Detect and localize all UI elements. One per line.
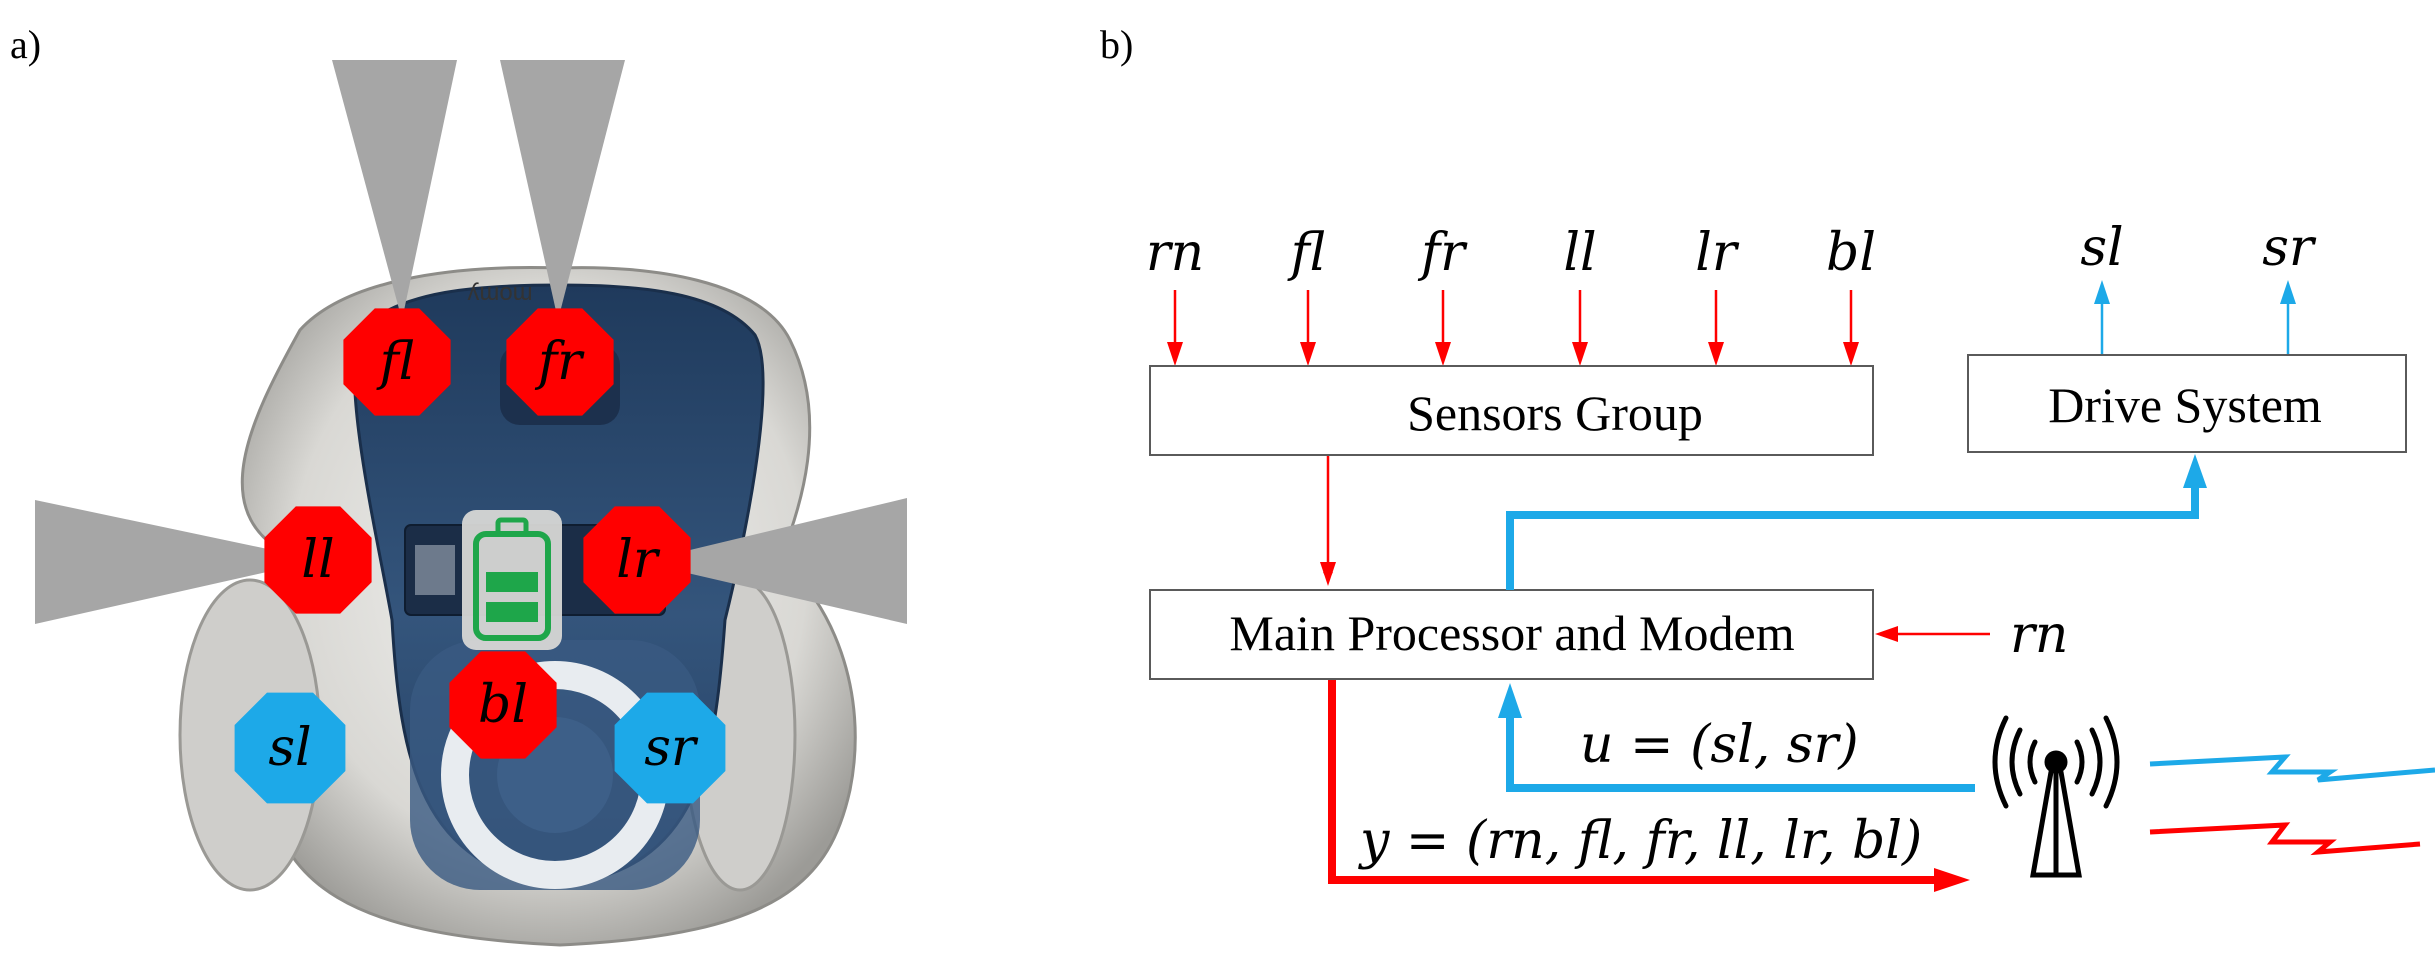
sensor-input-label: ll bbox=[1563, 223, 1596, 283]
drive-output-label: sr bbox=[2262, 218, 2317, 278]
sensor-input-label: lr bbox=[1695, 223, 1740, 283]
sensor-input-arrowhead bbox=[1843, 342, 1859, 366]
main-processor-box bbox=[1149, 589, 1874, 680]
sensor-beams bbox=[35, 60, 907, 624]
actuator-marker-sl: sl bbox=[234, 692, 346, 804]
sensor-input-bl: bl bbox=[1826, 223, 1876, 366]
sensor-input-ll: ll bbox=[1563, 223, 1597, 366]
blue-wireless-signal bbox=[2149, 754, 2435, 783]
sensor-input-label: bl bbox=[1826, 223, 1876, 283]
actuator-label-sr: sr bbox=[644, 718, 699, 778]
sensor-input-label: fr bbox=[1417, 223, 1468, 283]
sensor-marker-lr: lr bbox=[583, 506, 691, 614]
drive-output-arrowhead bbox=[2280, 280, 2296, 304]
beam-lr bbox=[640, 498, 907, 624]
sensor-input-fl: fl bbox=[1287, 223, 1326, 366]
y-output-link bbox=[1328, 680, 1940, 884]
sensor-octagon-bl bbox=[449, 651, 557, 759]
processor-to-drive-link bbox=[1506, 480, 2199, 590]
sensor-input-rn: rn bbox=[1146, 223, 1204, 366]
drive-output-arrowhead bbox=[2094, 280, 2110, 304]
sensor-octagon-lr bbox=[583, 506, 691, 614]
drive-system-box bbox=[1967, 354, 2407, 453]
red-wireless-signal bbox=[2149, 822, 2421, 856]
processor-input-rn: rn bbox=[2010, 605, 2068, 665]
sensors-to-processor-arrowhead bbox=[1320, 562, 1336, 586]
sensor-input-arrowhead bbox=[1300, 342, 1316, 366]
u-feedback-arrowhead bbox=[1498, 683, 1522, 718]
beam-ll bbox=[35, 500, 320, 624]
sensor-input-arrowhead bbox=[1435, 342, 1451, 366]
sensor-input-arrowhead bbox=[1572, 342, 1588, 366]
main-processor-label: Main Processor and Modem bbox=[1229, 605, 1794, 661]
drive-outputs: sl sr bbox=[2080, 218, 2317, 354]
sensor-input-arrowhead bbox=[1708, 342, 1724, 366]
sensor-input-fr: fr bbox=[1417, 223, 1468, 366]
sensor-label-fl: fl bbox=[376, 332, 415, 392]
u-feedback-link bbox=[1506, 714, 1975, 792]
sensor-input-label: rn bbox=[1146, 223, 1204, 283]
actuator-label-sl: sl bbox=[268, 718, 311, 778]
y-output-arrowhead bbox=[1934, 868, 1970, 892]
drive-system-label: Drive System bbox=[2048, 377, 2322, 433]
drive-output-sr: sr bbox=[2262, 218, 2317, 354]
rn-to-processor-arrowhead bbox=[1875, 626, 1898, 642]
beam-fl bbox=[332, 60, 457, 320]
robot-brand-text: ʎɯoɯ bbox=[467, 279, 532, 306]
processor-to-drive-arrowhead bbox=[2183, 454, 2207, 488]
sensor-marker-fr: fr bbox=[506, 308, 614, 416]
u-equation: u = (sl, sr) bbox=[1580, 715, 1859, 775]
y-equation: y = (rn, fl, fr, ll, lr, bl) bbox=[1358, 811, 1922, 871]
actuator-marker-sr: sr bbox=[614, 692, 726, 804]
sensor-input-lr: lr bbox=[1695, 223, 1740, 366]
sensor-octagon-fr bbox=[506, 308, 614, 416]
drive-output-label: sl bbox=[2080, 218, 2123, 278]
sensors-group-label: Sensors Group bbox=[1407, 385, 1703, 441]
panel-b-label: b) bbox=[1100, 22, 1133, 67]
sensor-label-lr: lr bbox=[616, 530, 661, 590]
robot-panel-buttons bbox=[415, 545, 455, 595]
sensor-octagon-ll bbox=[264, 506, 372, 614]
sensor-marker-fl: fl bbox=[343, 308, 451, 416]
antenna-tower-icon bbox=[1992, 715, 2120, 878]
panel-a-label: a) bbox=[10, 22, 41, 67]
sensor-input-arrowhead bbox=[1167, 342, 1183, 366]
sensor-input-label: fl bbox=[1287, 223, 1326, 283]
sensor-inputs: rn fl fr ll lr bl bbox=[1146, 223, 1876, 366]
actuator-shape-sl bbox=[234, 692, 346, 804]
sensor-marker-ll: ll bbox=[264, 506, 372, 614]
sensor-octagon-fl bbox=[343, 308, 451, 416]
robot-sensor-markers: fl fr ll lr bl sl sr bbox=[234, 308, 726, 804]
drive-output-sl: sl bbox=[2080, 218, 2124, 354]
sensor-label-bl: bl bbox=[478, 675, 528, 735]
block-diagram: rn fl fr ll lr bl sl sr Sensors Group Drive Sy… bbox=[1146, 218, 2435, 892]
sensor-marker-bl: bl bbox=[449, 651, 557, 759]
battery-icon bbox=[462, 510, 562, 650]
sensors-group-box bbox=[1149, 365, 1874, 456]
actuator-shape-sr bbox=[614, 692, 726, 804]
sensor-label-ll: ll bbox=[301, 530, 334, 590]
beam-fr bbox=[500, 60, 625, 320]
sensor-label-fr: fr bbox=[534, 332, 585, 392]
